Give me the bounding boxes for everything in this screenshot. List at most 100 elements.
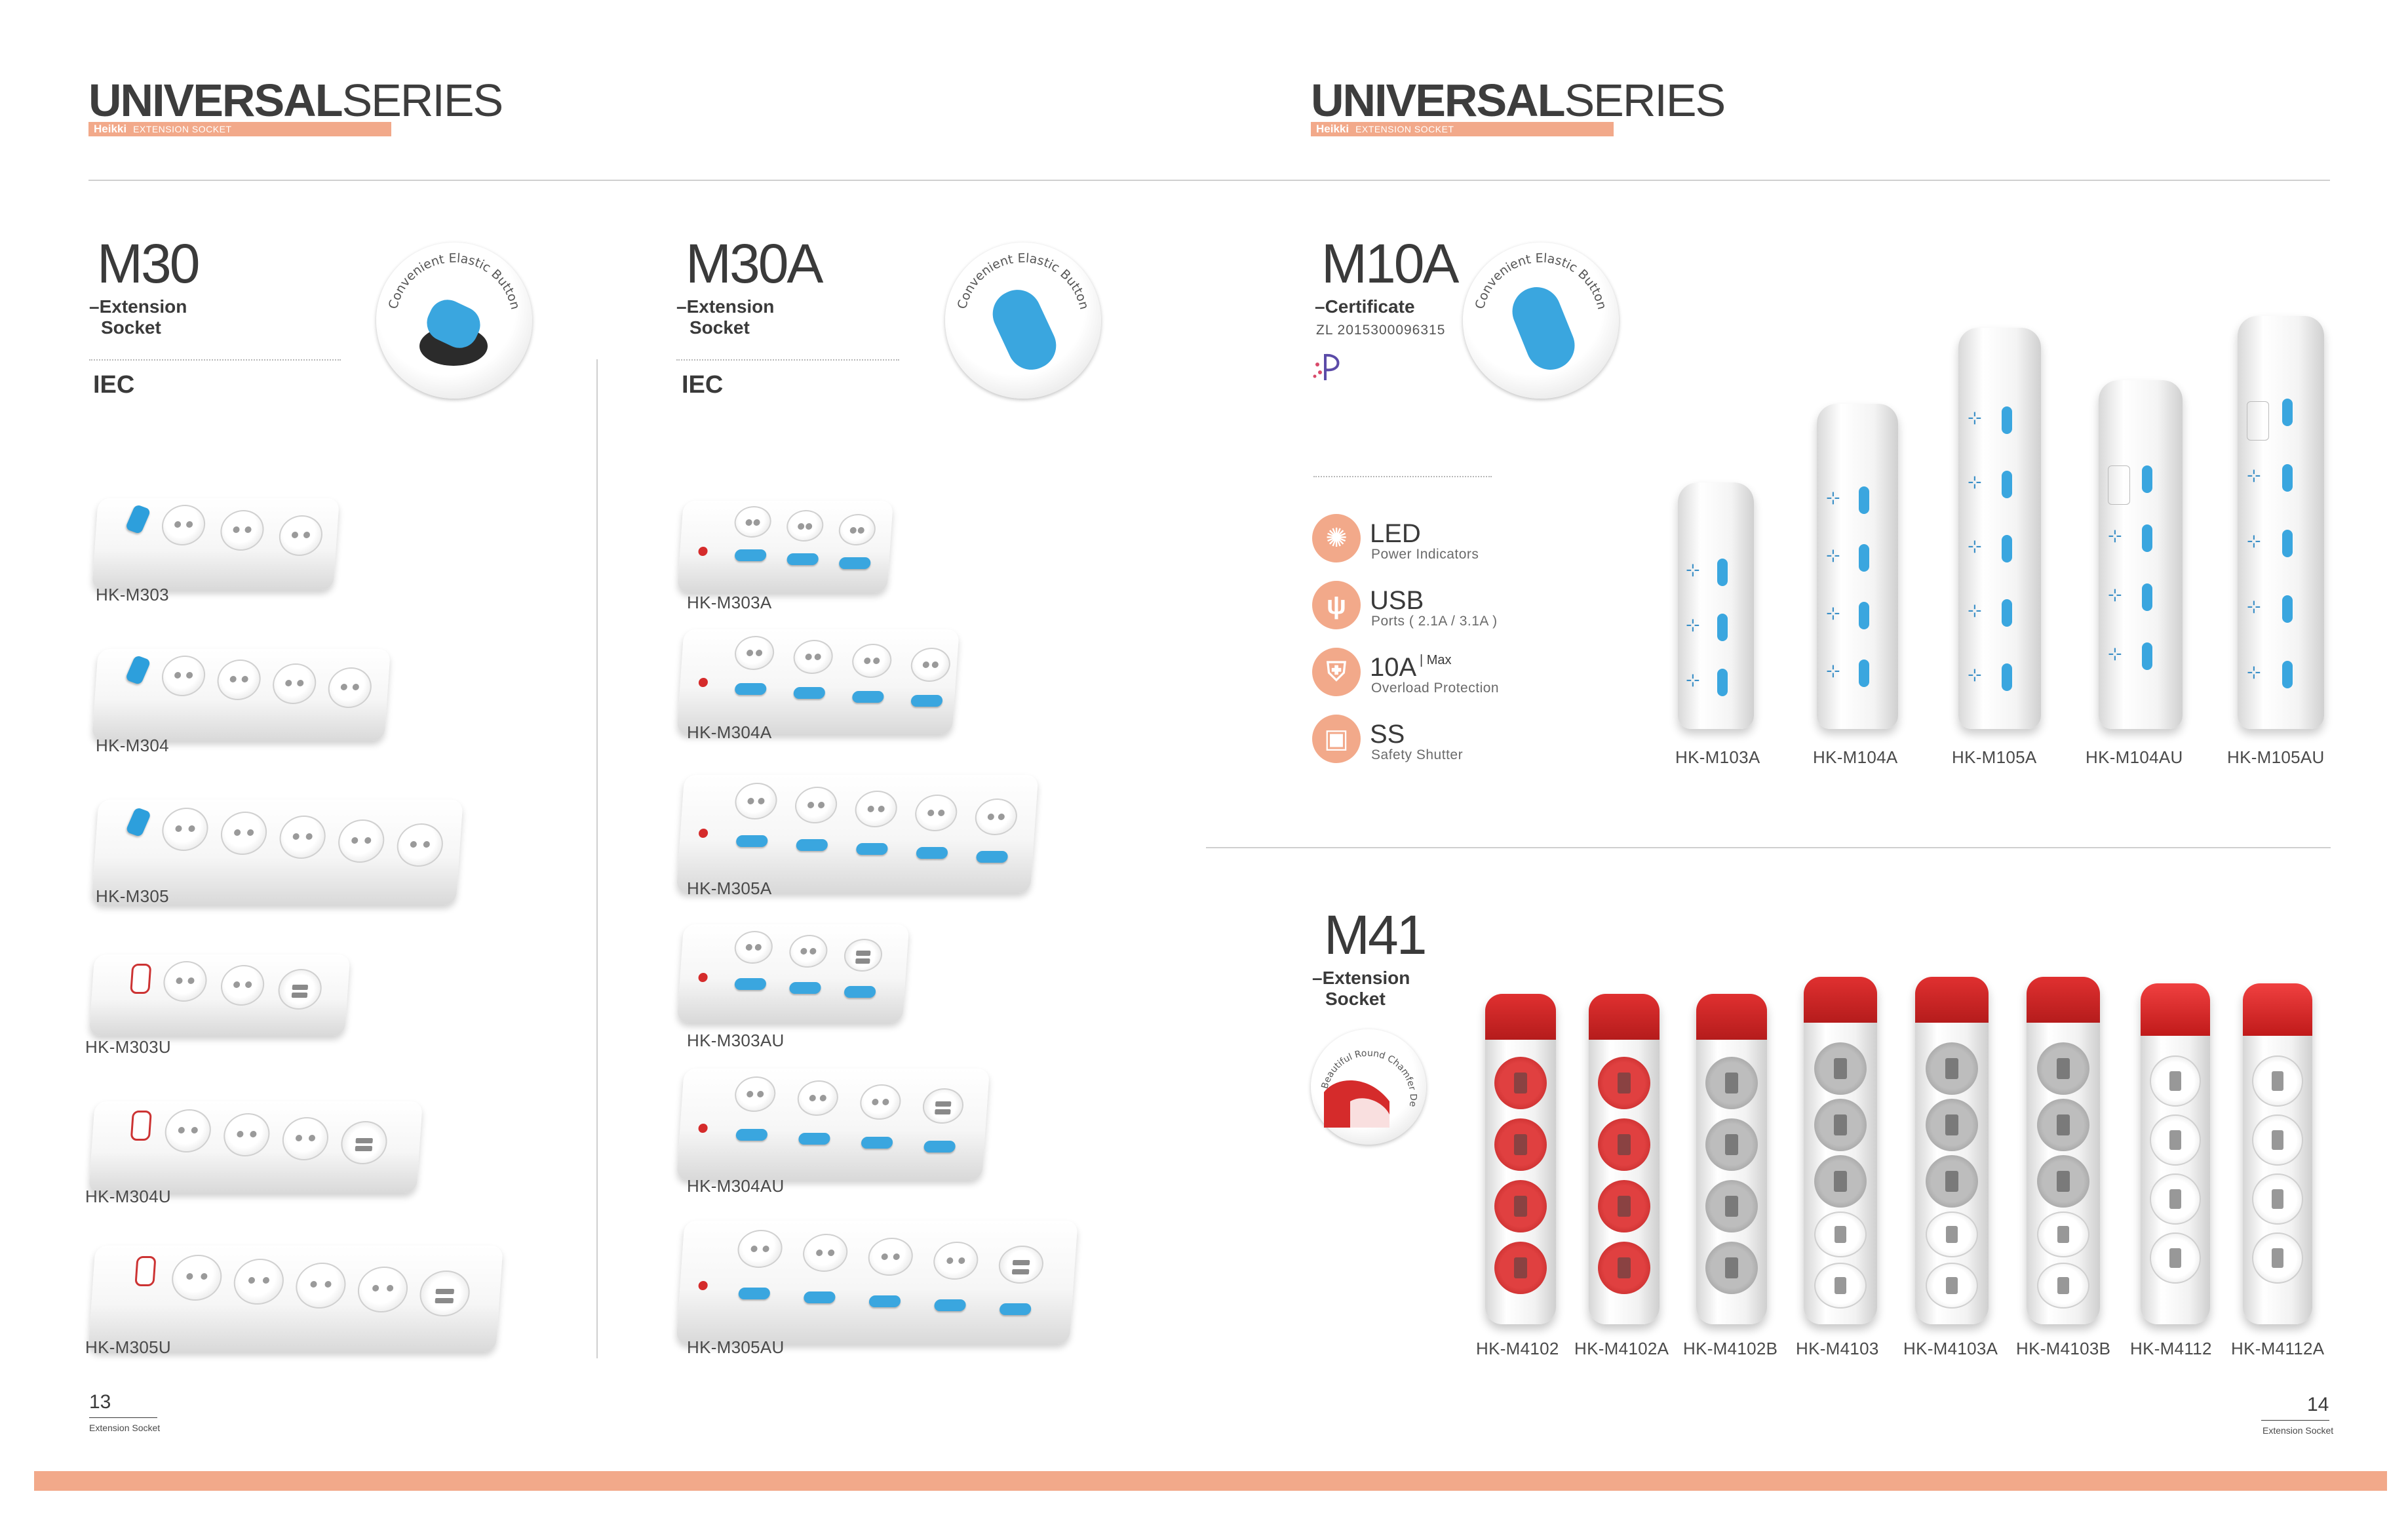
certificate-logo-icon	[1313, 353, 1340, 380]
features-dotted-divider	[1313, 476, 1492, 477]
m41-subtitle-2: Socket	[1325, 989, 1386, 1009]
product-label: HK-M304A	[687, 722, 772, 742]
elastic-button-icon: Convenient Elastic Button	[386, 251, 522, 366]
product-label: HK-M305A	[687, 878, 772, 898]
product-tower-hk-m104au	[2099, 380, 2183, 729]
product-label: HK-M104A	[1813, 747, 1898, 767]
usb-icon: ψ	[1312, 581, 1361, 629]
certificate-logo	[1312, 350, 1351, 384]
product-tower-hk-m4102b	[1696, 994, 1767, 1324]
product-label: HK-M105AU	[2227, 747, 2325, 767]
product-tower-hk-m4102a	[1589, 994, 1660, 1324]
m30-dotted-divider	[89, 359, 341, 361]
product-tower-hk-m104a	[1817, 404, 1898, 729]
blue-switch	[125, 503, 151, 535]
shutter-icon: ▣	[1312, 715, 1361, 763]
m30-model-title: M30	[97, 233, 200, 294]
feature-title-ss: SS	[1370, 720, 1405, 749]
header-subtitle: EXTENSION SOCKET	[1355, 124, 1454, 134]
page-number-underline	[89, 1417, 157, 1418]
red-led	[698, 547, 708, 556]
product-label: HK-M304AU	[687, 1176, 785, 1196]
product-strip-hk-m305au	[676, 1221, 1078, 1344]
product-strip-hk-m304u	[88, 1101, 423, 1193]
feature-title-led: LED	[1370, 519, 1421, 548]
product-label: HK-M303A	[687, 593, 772, 612]
product-label: HK-M4103	[1796, 1339, 1879, 1358]
product-label: HK-M4112A	[2231, 1339, 2325, 1358]
page-number-left: 13	[89, 1391, 111, 1413]
right-section-divider	[1206, 847, 2331, 848]
product-label: HK-M4112	[2130, 1339, 2212, 1358]
product-strip-hk-m305a	[676, 775, 1039, 893]
feature-sub-shutter: Safety Shutter	[1371, 747, 1464, 762]
m30-subtitle-2: Socket	[101, 317, 161, 338]
product-tower-hk-m4112a	[2243, 983, 2312, 1324]
product-strip-hk-m304au	[676, 1069, 990, 1180]
certificate-number: ZL 2015300096315	[1316, 323, 1446, 338]
page-label-right: Extension Socket	[2262, 1425, 2334, 1436]
product-label: HK-M4103B	[2016, 1339, 2111, 1358]
m30a-model-title: M30A	[686, 233, 823, 294]
page-number-right: 14	[2307, 1394, 2329, 1415]
product-strip-hk-m304a	[676, 629, 960, 734]
product-tower-hk-m4102	[1485, 994, 1556, 1324]
footer-accent-bar	[34, 1471, 2387, 1491]
feature-sub-led: Power Indicators	[1371, 547, 1479, 562]
product-strip-hk-m303au	[676, 924, 910, 1023]
product-strip-hk-m303a	[677, 501, 893, 593]
product-tower-hk-m4103b	[2027, 977, 2100, 1324]
product-tower-hk-m4103	[1804, 977, 1877, 1324]
elastic-button-icon: Convenient Elastic Button	[1473, 251, 1609, 370]
top-divider	[88, 180, 2330, 181]
m30-standard-label: IEC	[93, 371, 135, 399]
product-label: HK-M305AU	[687, 1337, 785, 1357]
brand-label: Heikki	[94, 123, 127, 135]
product-strip-hk-m303u	[88, 955, 351, 1036]
m10a-elastic-button-feature: Convenient Elastic Button	[1463, 243, 1619, 399]
product-tower-hk-m4103a	[1915, 977, 1989, 1324]
product-label: HK-M305	[96, 886, 169, 906]
right-header-bar: Heikki EXTENSION SOCKET	[1311, 122, 1614, 136]
product-label: HK-M304U	[85, 1187, 171, 1206]
m30a-subtitle-1: –Extension	[676, 296, 775, 317]
right-series-title: UNIVERSALSERIES	[1311, 75, 1726, 126]
product-label: HK-M4102	[1476, 1339, 1559, 1358]
product-label: HK-M305U	[85, 1337, 171, 1357]
product-tower-hk-m105au	[2238, 316, 2324, 729]
m10a-model-title: M10A	[1321, 233, 1459, 294]
product-label: HK-M104AU	[2086, 747, 2183, 767]
chamfer-design-icon: Beautiful Round Chamfer Design	[1311, 1029, 1418, 1128]
page-label-left: Extension Socket	[89, 1423, 161, 1433]
page-number-underline	[2261, 1420, 2329, 1421]
product-label: HK-M4102A	[1574, 1339, 1669, 1358]
m30a-standard-label: IEC	[682, 371, 724, 399]
product-label: HK-M303U	[85, 1037, 171, 1057]
left-header-bar: Heikki EXTENSION SOCKET	[88, 122, 391, 136]
product-label: HK-M303AU	[687, 1031, 785, 1050]
m30a-dotted-divider	[676, 359, 899, 361]
led-bulb-icon: ✺	[1312, 514, 1361, 562]
product-tower-hk-m103a	[1678, 483, 1754, 729]
red-switch	[130, 964, 152, 994]
brand-label: Heikki	[1316, 123, 1350, 135]
product-label: HK-M303	[96, 585, 169, 604]
feature-sub-overload: Overload Protection	[1371, 680, 1500, 696]
product-label: HK-M304	[96, 736, 169, 755]
product-tower-hk-m4112	[2141, 983, 2210, 1324]
header-subtitle: EXTENSION SOCKET	[133, 124, 232, 134]
elastic-button-icon: Convenient Elastic Button	[955, 251, 1091, 370]
feature-title-10a: 10A	[1370, 653, 1417, 682]
product-strip-hk-m305u	[88, 1246, 503, 1352]
feature-title-usb: USB	[1370, 586, 1424, 615]
left-series-title: UNIVERSALSERIES	[88, 75, 503, 126]
column-divider	[596, 359, 598, 1358]
m30-elastic-button-feature: Convenient Elastic Button	[376, 243, 532, 399]
feature-sub-usb: Ports ( 2.1A / 3.1A )	[1371, 614, 1498, 629]
m41-round-chamfer-feature: Beautiful Round Chamfer Design	[1311, 1029, 1426, 1145]
feature-sup-max: | Max	[1420, 653, 1452, 667]
m41-model-title: M41	[1324, 904, 1427, 966]
m30-subtitle-1: –Extension	[89, 296, 187, 317]
product-label: HK-M103A	[1675, 747, 1760, 767]
m30a-elastic-button-feature: Convenient Elastic Button	[945, 243, 1101, 399]
